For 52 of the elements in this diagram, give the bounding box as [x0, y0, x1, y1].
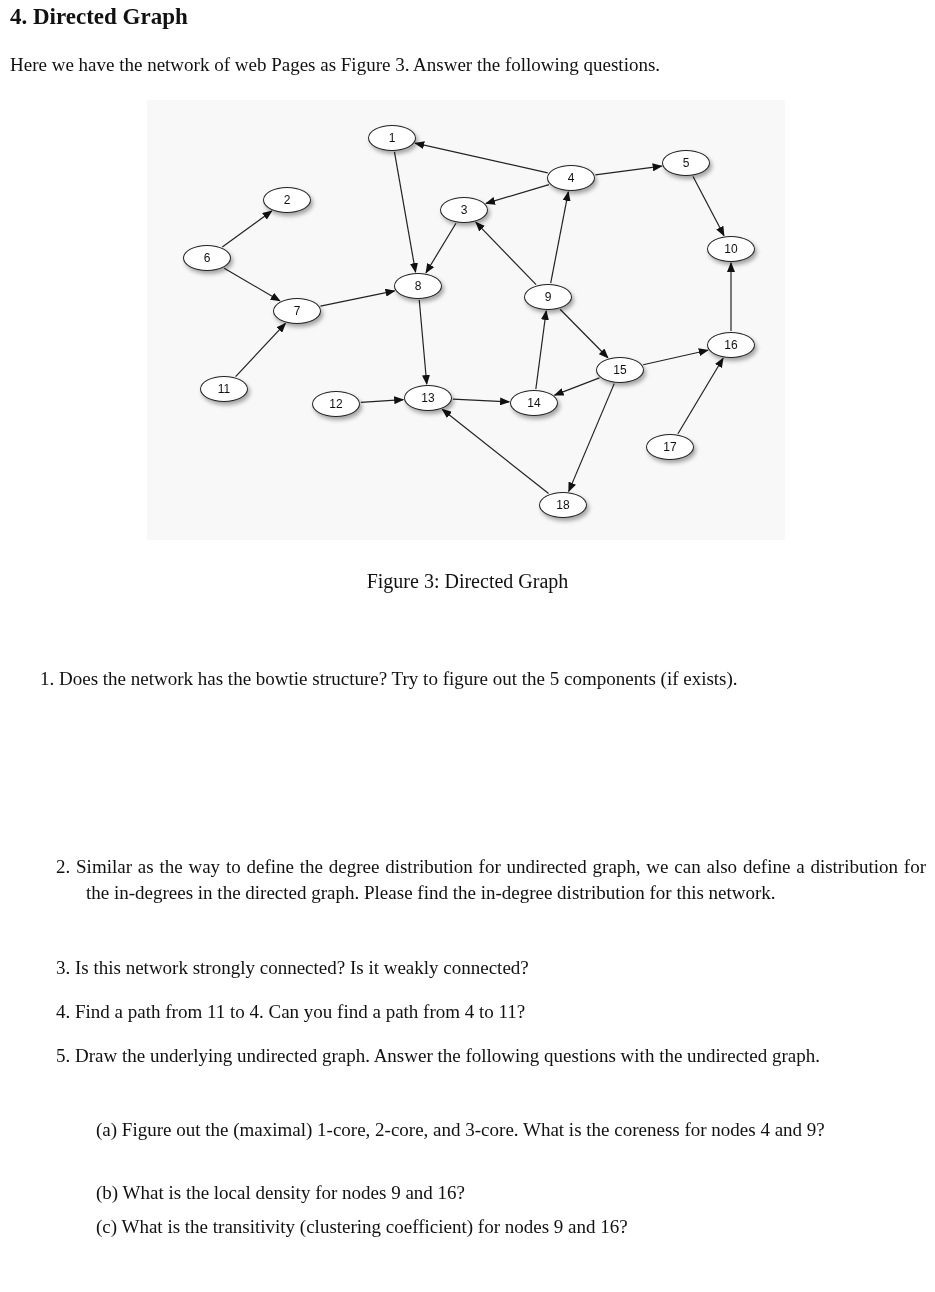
- arrow: [414, 141, 549, 174]
- arrow: [559, 308, 609, 359]
- graph-node: 10: [707, 236, 755, 262]
- graph-node: 6: [183, 245, 231, 271]
- question-text: 5. Draw the underlying undirected graph. Answer the following questions with the undirected graph.: [56, 1044, 822, 1068]
- question-text: 3. Is this network strongly connected? Is it weakly connected?: [56, 956, 530, 980]
- arrow: [642, 348, 709, 366]
- arrow: [452, 397, 511, 406]
- question-text: (c) What is the transitivity (clustering coefficient) for nodes 9 and 16?: [96, 1215, 629, 1239]
- arrow: [393, 151, 418, 274]
- arrow: [594, 163, 663, 176]
- arrow: [535, 309, 549, 390]
- arrow: [568, 383, 615, 493]
- graph-node: 12: [312, 391, 360, 417]
- graph-node: 18: [539, 492, 587, 518]
- arrow: [550, 190, 571, 284]
- graph-node: 15: [596, 357, 644, 383]
- graph-node: 8: [394, 273, 442, 299]
- graph-node: 9: [524, 284, 572, 310]
- graph-node: 16: [707, 332, 755, 358]
- question-text: (b) What is the local density for nodes 9 and 16?: [96, 1181, 466, 1205]
- arrow: [553, 377, 600, 396]
- arrow: [425, 222, 457, 274]
- arrow: [692, 175, 725, 237]
- arrow: [727, 262, 735, 332]
- arrow: [441, 408, 550, 495]
- question-text: 1. Does the network has the bowtie structure? Try to figure out the 5 components (if exists).: [40, 667, 739, 691]
- graph-node: 4: [547, 165, 595, 191]
- graph-node: 3: [440, 197, 488, 223]
- heading: 4. Directed Graph: [10, 4, 188, 30]
- arrow: [475, 221, 537, 286]
- question-text: 4. Find a path from 11 to 4. Can you find a path from 4 to 11?: [56, 1000, 527, 1024]
- graph-node: 2: [263, 187, 311, 213]
- arrow: [418, 299, 430, 385]
- graph-node: 5: [662, 150, 710, 176]
- question-text: 2. Similar as the way to define the degree distribution for undirected graph, we can also define a distribution for the in-degrees in the directed graph. Please find the in-degree distribution for this network.: [56, 855, 926, 905]
- question-text: (a) Figure out the (maximal) 1-core, 2-core, and 3-core. What is the coreness for nodes 4 and 9?: [96, 1118, 826, 1142]
- graph-node: 11: [200, 376, 248, 402]
- arrow: [223, 267, 281, 302]
- arrow: [235, 322, 287, 378]
- intro-text: Here we have the network of web Pages as Figure 3. Answer the following questions.: [10, 53, 662, 77]
- graph-node: 7: [273, 298, 321, 324]
- arrow: [485, 184, 550, 205]
- graph-node: 14: [510, 390, 558, 416]
- arrow: [319, 288, 396, 307]
- graph-node: 17: [646, 434, 694, 460]
- graph-node: 1: [368, 125, 416, 151]
- graph-node: 13: [404, 385, 452, 411]
- figure-caption: Figure 3: Directed Graph: [365, 570, 570, 593]
- arrow: [360, 396, 405, 405]
- arrow: [221, 210, 273, 248]
- arrow: [677, 357, 724, 435]
